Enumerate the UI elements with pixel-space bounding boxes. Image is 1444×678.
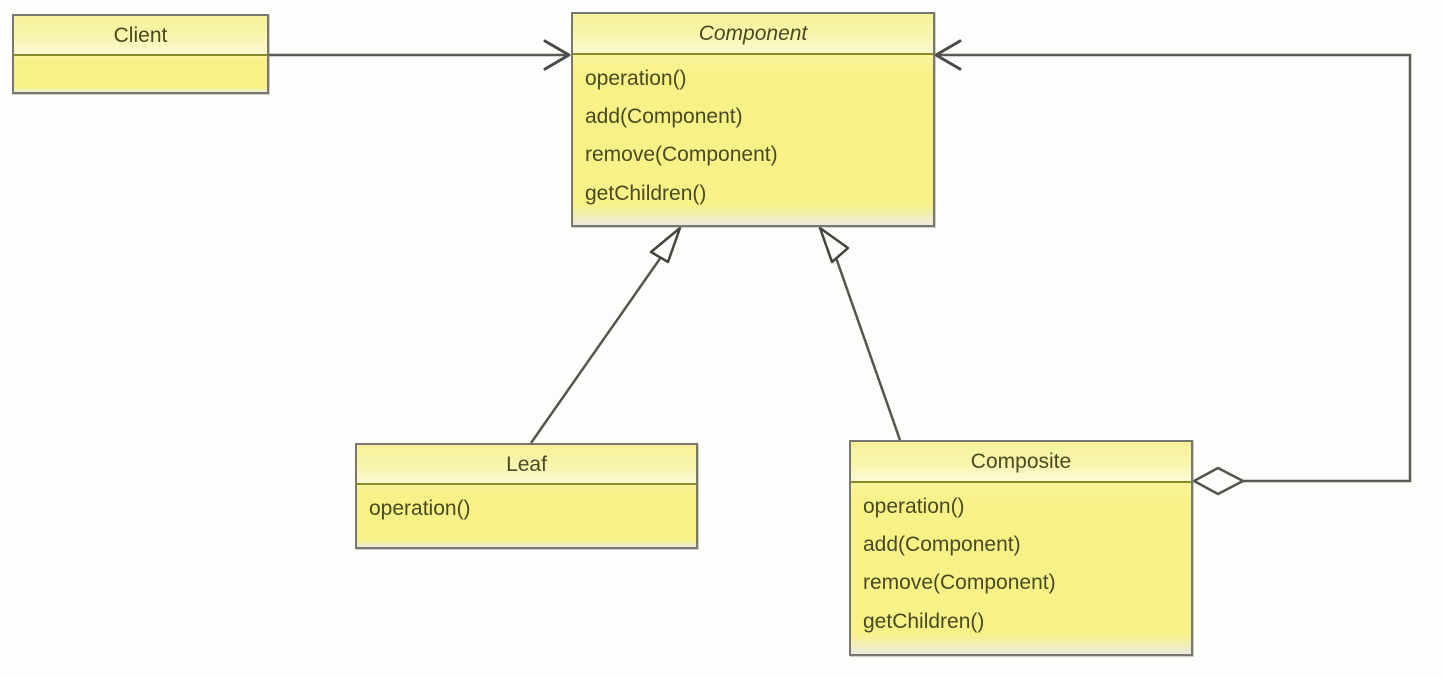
class-member: operation() [863, 495, 965, 518]
hollow-diamond-icon [1192, 466, 1245, 496]
aggregation-line [938, 53, 1412, 483]
uml-class-client[interactable]: Client [12, 14, 269, 94]
class-members-composite: operation() add(Component) remove(Compon… [851, 483, 1191, 654]
class-member: add(Component) [863, 533, 1021, 557]
class-members-client [14, 56, 267, 92]
class-name-composite: Composite [851, 442, 1191, 483]
hollow-triangle-icon [818, 226, 850, 264]
class-name-leaf: Leaf [357, 445, 696, 485]
hollow-triangle-icon [649, 226, 682, 264]
relationship-client-to-component[interactable] [269, 39, 571, 71]
class-name-component: Component [573, 14, 933, 55]
uml-class-component[interactable]: Component operation() add(Component) rem… [571, 12, 935, 227]
class-members-leaf: operation() [357, 485, 696, 547]
uml-class-leaf[interactable]: Leaf operation() [355, 443, 698, 549]
relationship-composite-to-component[interactable] [818, 226, 902, 441]
class-member: getChildren() [863, 609, 985, 633]
class-member: add(Component) [585, 105, 743, 129]
relationship-composite-aggregates-component[interactable] [934, 39, 1412, 496]
class-member: remove(Component) [863, 571, 1056, 595]
open-arrow-head-icon [543, 39, 571, 71]
generalization-line [529, 249, 668, 444]
class-member: operation() [585, 67, 687, 90]
class-member: getChildren() [585, 181, 707, 205]
class-members-component: operation() add(Component) remove(Compon… [573, 55, 933, 225]
class-member: remove(Component) [585, 143, 778, 167]
open-arrow-head-icon [934, 39, 962, 71]
relationship-leaf-to-component[interactable] [529, 226, 682, 444]
generalization-line [832, 251, 902, 441]
uml-class-composite[interactable]: Composite operation() add(Component) rem… [849, 440, 1193, 656]
class-member: operation() [369, 497, 471, 520]
class-name-client: Client [14, 16, 267, 56]
